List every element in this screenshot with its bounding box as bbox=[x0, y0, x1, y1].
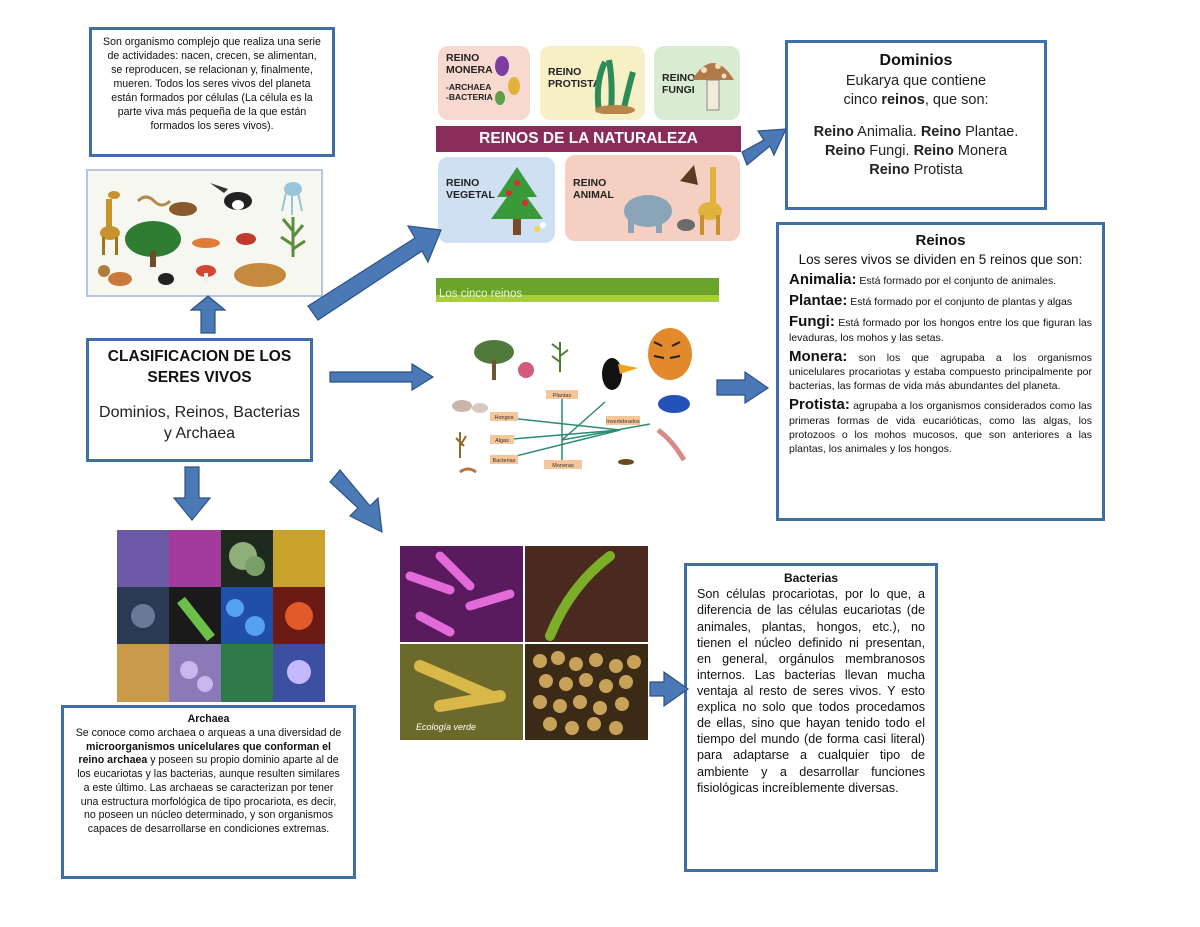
arrow-right-to-tree bbox=[330, 364, 433, 390]
arrow-down-to-archaea bbox=[174, 467, 210, 520]
arrow-up-to-collage bbox=[191, 296, 225, 333]
arrow-to-reinos-picture bbox=[308, 226, 441, 320]
arrow-to-bacteria-images bbox=[330, 470, 382, 532]
arrow-to-dominios bbox=[742, 129, 786, 165]
arrow-to-reinos-box bbox=[717, 372, 768, 403]
arrow-to-bacterias-box bbox=[650, 672, 688, 706]
